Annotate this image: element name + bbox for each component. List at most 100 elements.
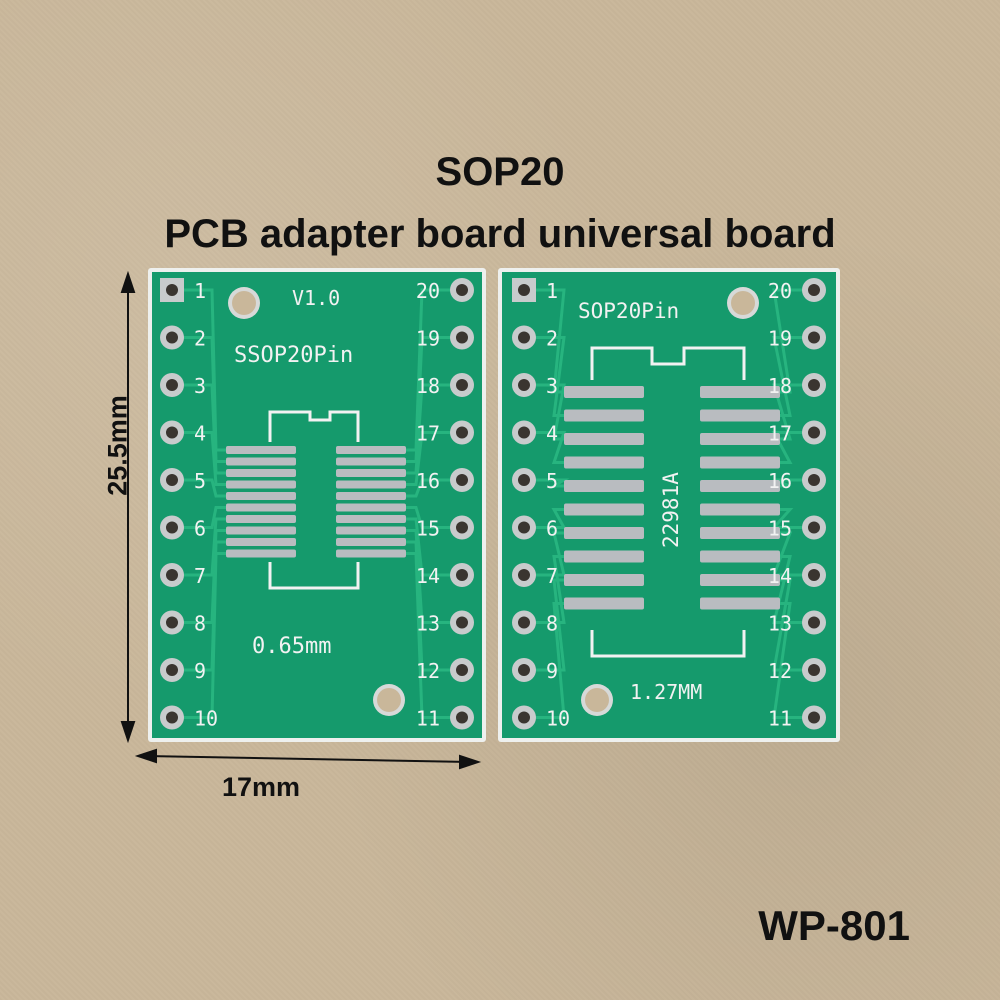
right-package: SOP20Pin — [578, 299, 679, 323]
pin-label-right: 17 — [768, 422, 792, 446]
smd-pad — [336, 480, 406, 489]
pin-label-right: 17 — [416, 422, 440, 446]
pin-label-left: 3 — [194, 374, 206, 398]
smd-pad — [336, 515, 406, 523]
width-dimension-label: 17mm — [222, 772, 301, 802]
trace — [771, 383, 814, 441]
pin-label-left: 5 — [546, 469, 558, 493]
smd-pad — [226, 492, 296, 500]
smd-pad — [700, 480, 780, 492]
pin-hole-center — [166, 426, 178, 439]
pin-hole-center — [166, 379, 178, 391]
trace — [770, 508, 814, 529]
pin-hole-center — [456, 426, 468, 439]
pin-label-left: 10 — [194, 707, 218, 731]
pin-hole-center — [808, 521, 820, 534]
smd-pad — [700, 409, 780, 422]
pin-hole-center — [166, 569, 178, 581]
pin-label-right: 16 — [416, 469, 440, 493]
smd-pad — [700, 386, 780, 398]
smd-pad — [700, 550, 780, 563]
trace — [773, 478, 814, 488]
pin-hole-center — [166, 284, 178, 296]
pin-hole-center — [456, 474, 468, 486]
trace — [524, 431, 567, 464]
smd-pad — [564, 503, 644, 516]
pin-label-right: 11 — [768, 707, 792, 731]
pin-hole-center — [808, 664, 820, 676]
pin-hole-center — [456, 569, 468, 581]
left-pads — [226, 446, 406, 558]
pin-label-right: 15 — [768, 517, 792, 541]
pin-label-left: 1 — [194, 279, 206, 303]
smd-pad — [700, 527, 780, 539]
left-version: V1.0 — [292, 286, 340, 310]
pin-label-left: 6 — [546, 517, 558, 541]
pin-hole-center — [808, 379, 820, 391]
pin-label-right: 13 — [416, 612, 440, 636]
right-pitch: 1.27MM — [630, 680, 702, 704]
pin-hole-center — [808, 474, 820, 486]
pin-label-left: 3 — [546, 374, 558, 398]
pin-label-right: 11 — [416, 707, 440, 731]
title: SOP20 — [435, 150, 565, 194]
trace — [406, 431, 462, 486]
trace — [771, 431, 814, 464]
pin-hole-center — [456, 331, 468, 344]
smd-pad — [564, 597, 644, 610]
pin-label-right: 15 — [416, 517, 440, 541]
smd-pad — [336, 469, 406, 477]
pin-hole-center — [456, 521, 468, 534]
pin-label-right: 13 — [768, 612, 792, 636]
pin-hole-center — [166, 616, 178, 629]
pin-label-left: 7 — [194, 564, 206, 588]
pin-hole-center — [518, 474, 530, 486]
pin-hole-center — [518, 664, 530, 676]
pin-hole-center — [456, 711, 468, 724]
smd-pad — [226, 515, 296, 523]
pin-hole-center — [808, 711, 820, 724]
pin-label-left: 4 — [546, 422, 558, 446]
width-arrow — [134, 748, 482, 770]
pin-label-left: 6 — [194, 517, 206, 541]
pin-label-left: 9 — [194, 659, 206, 683]
pin-label-left: 10 — [546, 707, 570, 731]
pin-hole-center — [808, 616, 820, 629]
trace — [406, 552, 462, 719]
trace — [172, 431, 226, 486]
smd-pad — [564, 480, 644, 492]
trace — [524, 478, 570, 488]
pin-label-right: 18 — [768, 374, 792, 398]
smd-pad — [700, 574, 780, 586]
right-code: 22981A — [659, 472, 683, 548]
pin-hole-center — [166, 521, 178, 534]
pin-hole-center — [166, 711, 178, 724]
smd-pad — [700, 433, 780, 445]
smd-pad — [564, 574, 644, 586]
trace — [524, 383, 566, 441]
trace — [406, 517, 462, 577]
pin-hole-center — [456, 379, 468, 391]
pin-label-right: 14 — [768, 564, 792, 588]
pin-label-left: 8 — [546, 612, 558, 636]
pin-hole-center — [518, 616, 530, 629]
trace — [772, 336, 814, 417]
left-pitch: 0.65mm — [252, 634, 331, 659]
pin-label-right: 12 — [768, 659, 792, 683]
smd-pad — [564, 550, 644, 563]
smd-pad — [336, 538, 406, 546]
trace — [524, 602, 566, 719]
pin-hole-center — [808, 331, 820, 344]
pin-hole-center — [808, 569, 820, 581]
trace — [524, 531, 566, 577]
pin-hole-center — [518, 521, 530, 534]
smd-pad — [700, 503, 780, 516]
smd-pad — [336, 503, 406, 512]
right-through-holes — [512, 278, 826, 730]
pin-label-right: 19 — [416, 327, 440, 351]
smd-pad — [226, 446, 296, 454]
right-traces — [524, 288, 814, 719]
